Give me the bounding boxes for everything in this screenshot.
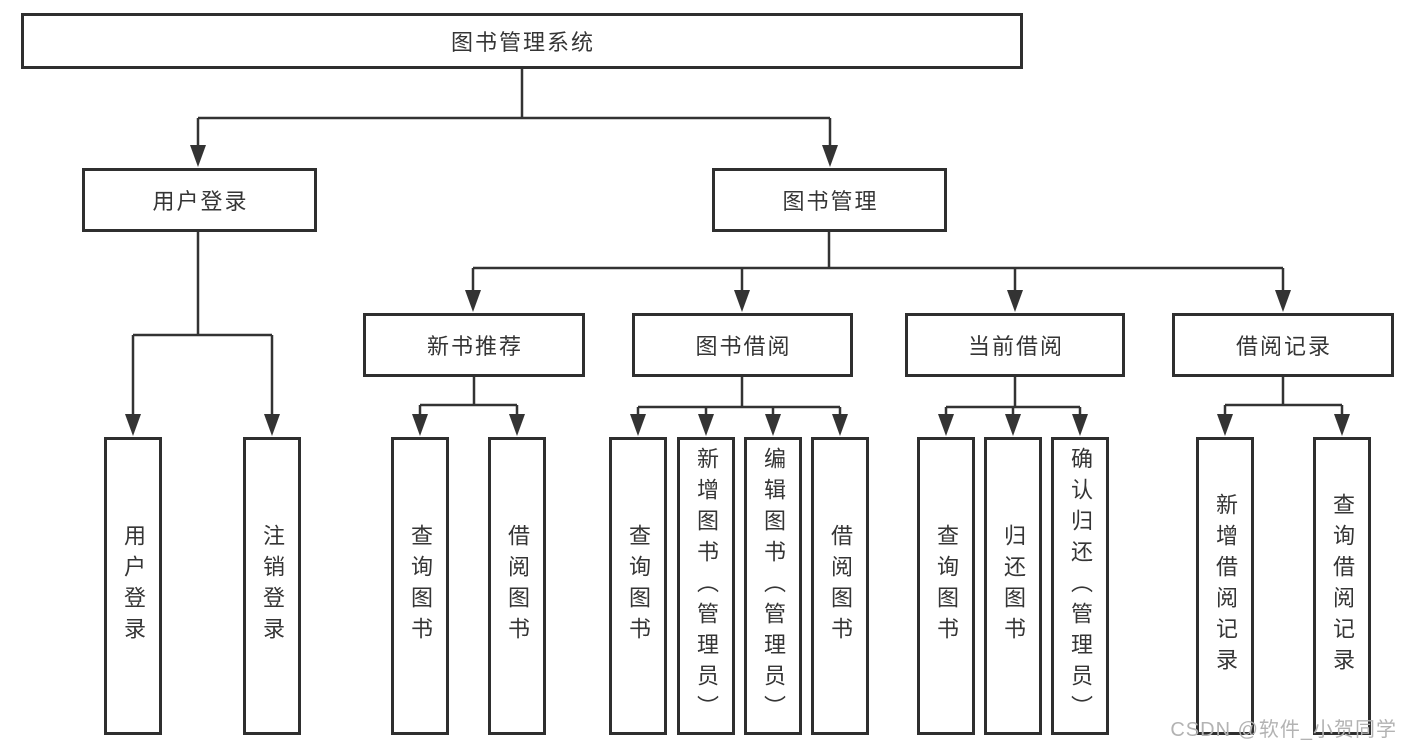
- leaf-logout-label: 注销登录: [260, 524, 285, 648]
- node-current-borrowing: 当前借阅: [905, 313, 1125, 377]
- node-user-login: 用户登录: [82, 168, 317, 232]
- leaf-query-borrow-record-label: 查询借阅记录: [1330, 493, 1355, 679]
- leaf-borrow-books-borrowing-label: 借阅图书: [828, 524, 853, 648]
- node-root-label: 图书管理系统: [450, 30, 595, 55]
- node-book-borrowing: 图书借阅: [632, 313, 853, 377]
- leaf-borrow-books-recommend-label: 借阅图书: [505, 524, 530, 648]
- node-new-book-recommend-label: 新书推荐: [426, 334, 523, 359]
- leaf-return-books-label: 归还图书: [1001, 524, 1026, 648]
- leaf-edit-books-admin: 编辑图书（管理员）: [744, 437, 802, 735]
- node-root: 图书管理系统: [21, 13, 1023, 69]
- node-new-book-recommend: 新书推荐: [363, 313, 585, 377]
- node-book-borrowing-label: 图书借阅: [695, 334, 792, 359]
- leaf-confirm-return-admin-label: 确认归还（管理员）: [1068, 446, 1093, 726]
- leaf-borrow-books-borrowing: 借阅图书: [811, 437, 869, 735]
- node-current-borrowing-label: 当前借阅: [967, 334, 1064, 359]
- leaf-edit-books-admin-label: 编辑图书（管理员）: [761, 446, 786, 726]
- leaf-query-borrow-record: 查询借阅记录: [1313, 437, 1371, 735]
- node-book-management: 图书管理: [712, 168, 947, 232]
- leaf-query-books-current: 查询图书: [917, 437, 975, 735]
- node-user-login-label: 用户登录: [152, 189, 249, 214]
- leaf-user-login-label: 用户登录: [121, 524, 146, 648]
- csdn-watermark: CSDN @软件_小贺同学: [1170, 719, 1397, 741]
- node-borrowing-records-label: 借阅记录: [1235, 334, 1332, 359]
- leaf-confirm-return-admin: 确认归还（管理员）: [1051, 437, 1109, 735]
- leaf-borrow-books-recommend: 借阅图书: [488, 437, 546, 735]
- leaf-logout: 注销登录: [243, 437, 301, 735]
- leaf-user-login: 用户登录: [104, 437, 162, 735]
- leaf-add-books-admin: 新增图书（管理员）: [677, 437, 735, 735]
- leaf-add-books-admin-label: 新增图书（管理员）: [694, 446, 719, 726]
- leaf-query-books-borrowing: 查询图书: [609, 437, 667, 735]
- leaf-query-books-borrowing-label: 查询图书: [626, 524, 651, 648]
- leaf-return-books: 归还图书: [984, 437, 1042, 735]
- arrowheads: [125, 145, 1350, 436]
- leaf-query-books-current-label: 查询图书: [934, 524, 959, 648]
- node-book-management-label: 图书管理: [782, 189, 879, 214]
- leaf-query-books-recommend: 查询图书: [391, 437, 449, 735]
- node-borrowing-records: 借阅记录: [1172, 313, 1394, 377]
- leaf-add-borrow-record: 新增借阅记录: [1196, 437, 1254, 735]
- leaf-query-books-recommend-label: 查询图书: [408, 524, 433, 648]
- leaf-add-borrow-record-label: 新增借阅记录: [1213, 493, 1238, 679]
